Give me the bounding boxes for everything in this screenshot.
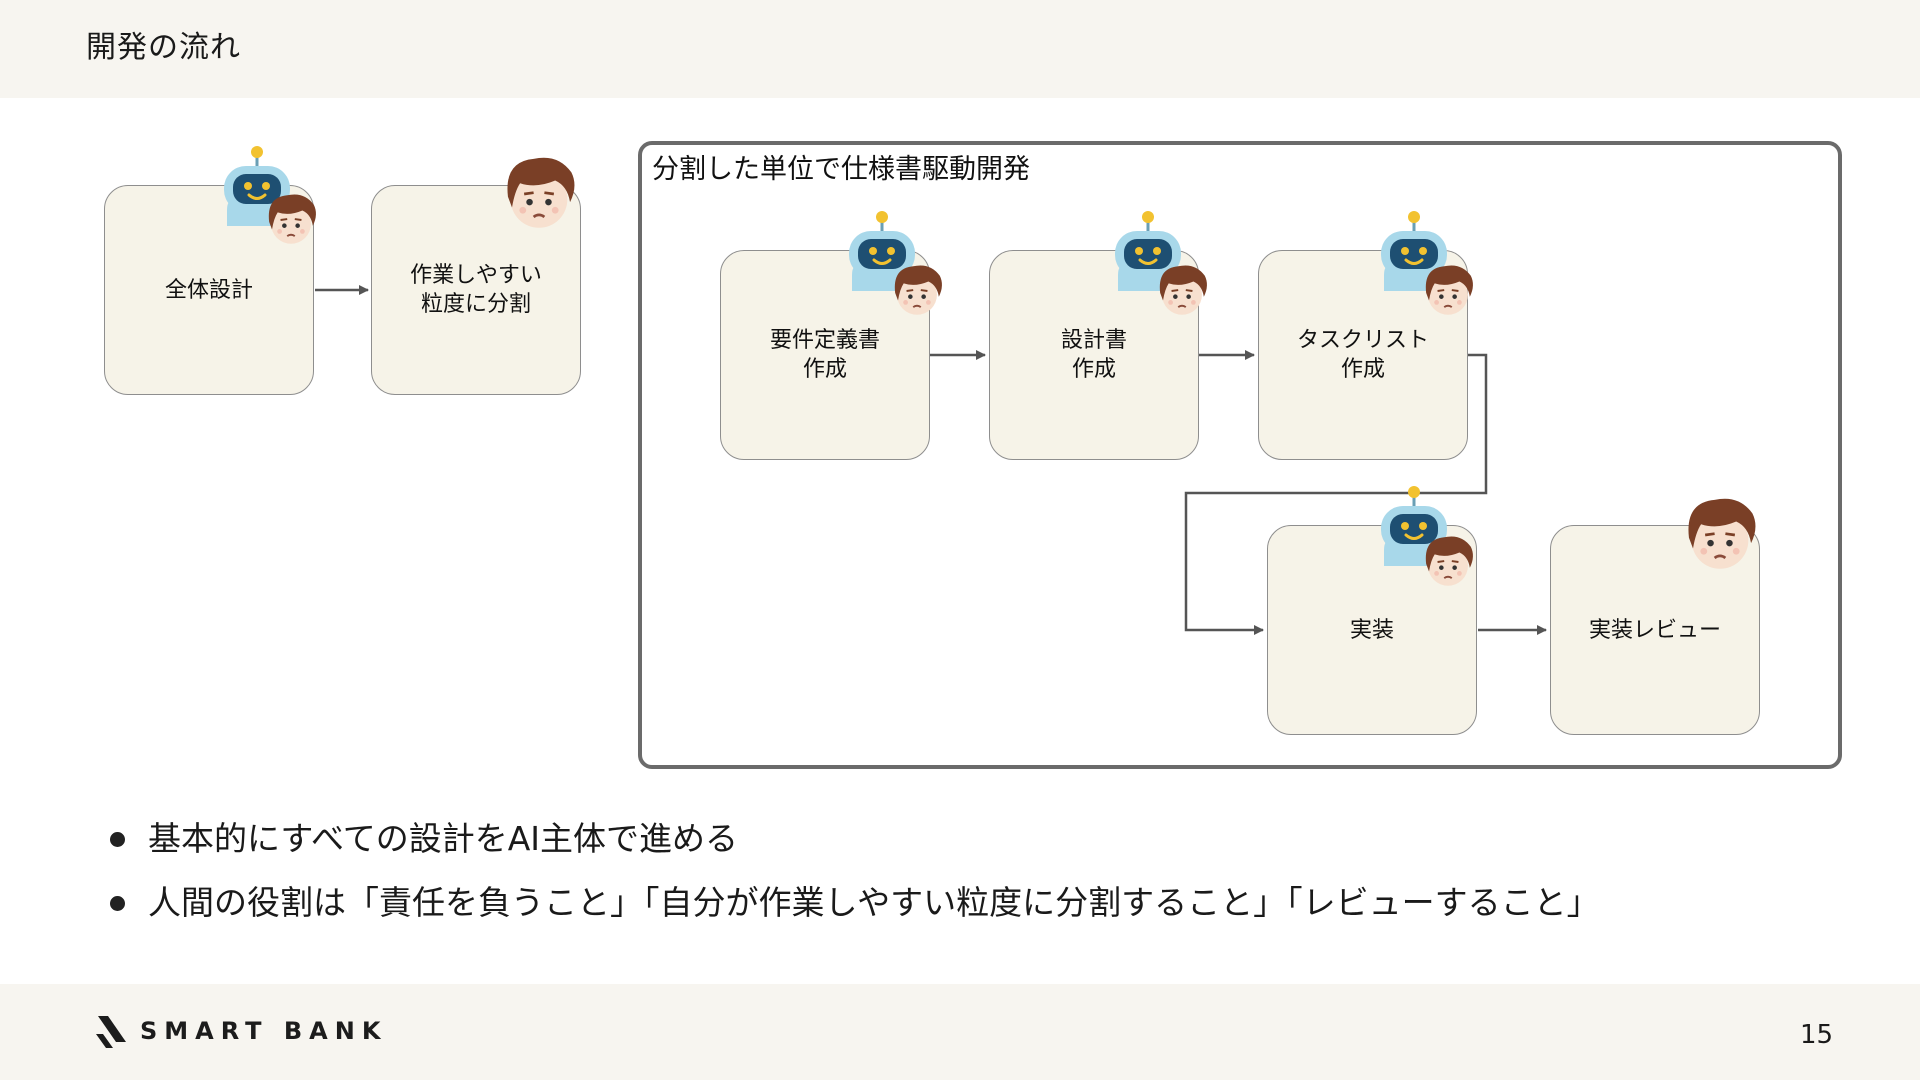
node-impl-review: 実装レビュー <box>1550 525 1760 735</box>
node-label-line2: 作成 <box>1071 357 1116 382</box>
bullet-text: 人間の役割は「責任を負うこと」「自分が作業しやすい粒度に分割すること」「レビュー… <box>148 883 1600 922</box>
footer-bar <box>0 984 1920 1080</box>
node-split: 作業しやすい 粒度に分割 <box>371 185 581 395</box>
bullet-dot <box>110 896 125 911</box>
logo-text: SMART BANK <box>140 1017 388 1045</box>
node-label-line2: 粒度に分割 <box>420 292 531 317</box>
flow-diagram: 分割した単位で仕様書駆動開発 全体設計 作業しやすい 粒度に分割 要件定義書 作… <box>104 141 1842 769</box>
page-title: 開発の流れ <box>86 30 241 65</box>
node-implementation: 実装 <box>1267 525 1477 735</box>
node-label-line1: 要件定義書 <box>769 328 880 353</box>
header-bar <box>0 0 1920 98</box>
node-label: 実装 <box>1349 617 1394 643</box>
arrow-tasklist-to-implementation <box>1184 353 1488 635</box>
node-label-line1: タスクリスト <box>1296 328 1429 353</box>
smartbank-logo-icon <box>96 1016 126 1048</box>
bullet-text: 基本的にすべての設計をAI主体で進める <box>148 819 739 858</box>
node-label-line2: 作成 <box>802 357 847 382</box>
node-label-line2: 作成 <box>1340 357 1385 382</box>
node-label: 全体設計 <box>164 277 253 303</box>
node-label-line1: 設計書 <box>1060 328 1127 353</box>
bullet-dot <box>110 832 125 847</box>
page-number: 15 <box>1800 1020 1834 1050</box>
node-overall-design: 全体設計 <box>104 185 314 395</box>
node-label-line1: 作業しやすい <box>410 263 542 288</box>
node-task-list: タスクリスト 作成 <box>1258 250 1468 460</box>
spec-driven-group <box>638 141 1842 769</box>
node-label: 実装レビュー <box>1588 617 1721 643</box>
node-requirements: 要件定義書 作成 <box>720 250 930 460</box>
connector-layer <box>315 285 1547 635</box>
node-design-doc: 設計書 作成 <box>989 250 1199 460</box>
group-title: 分割した単位で仕様書駆動開発 <box>652 154 1030 185</box>
